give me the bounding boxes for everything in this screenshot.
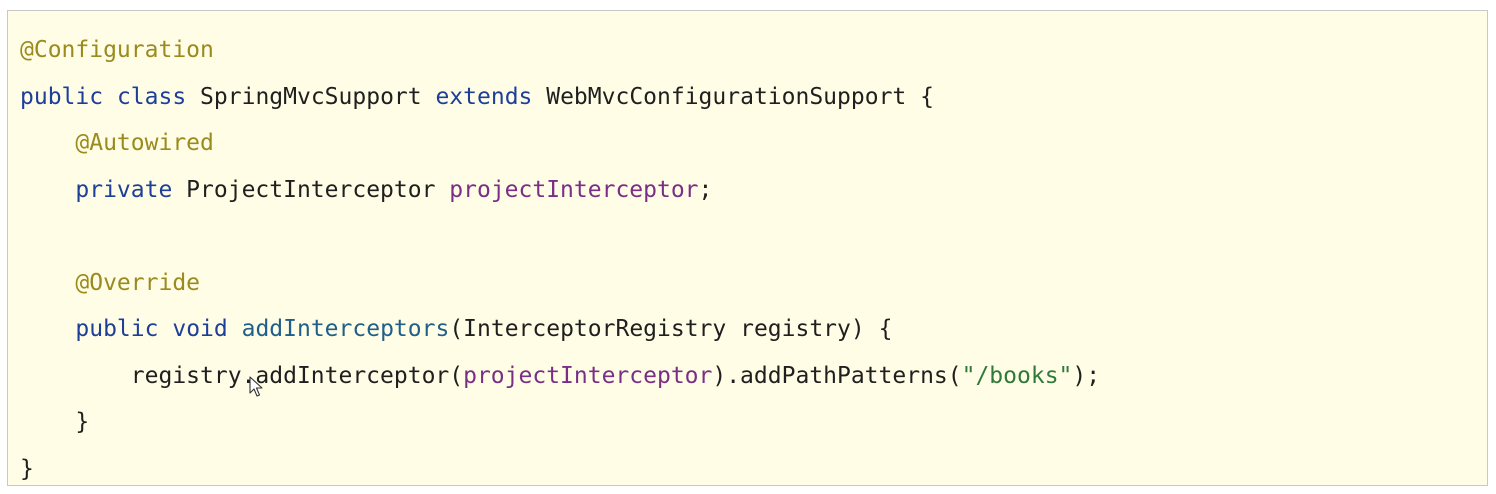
code-line: @Configuration [20, 27, 1100, 74]
code-token-plain [20, 177, 75, 203]
code-token-fld: projectInterceptor [463, 362, 713, 389]
code-token-plain: ); [1072, 362, 1101, 389]
code-token-mth: addInterceptors [241, 316, 450, 342]
code-token-plain: (InterceptorRegistry registry) { [449, 316, 893, 342]
code-block-panel: @Configuration public class SpringMvcSupp… [7, 10, 1488, 486]
code-token-ann: @Override [75, 269, 201, 296]
code-token-plain: SpringMvcSupport [186, 83, 436, 110]
code-line: } [20, 446, 1100, 493]
code-token-plain [20, 316, 75, 342]
code-token-plain: ProjectInterceptor [172, 176, 450, 203]
code-token-plain: ).addPathPatterns( [712, 362, 962, 389]
code-token-kw: private [75, 176, 173, 203]
code-line: private ProjectInterceptor projectInterc… [20, 167, 1100, 214]
mouse-pointer-icon [249, 376, 263, 397]
code-token-plain [20, 130, 75, 156]
code-line: } [20, 399, 1100, 446]
code-token-plain [103, 84, 117, 110]
code-token-plain: ; [698, 176, 713, 203]
code-line: @Override [20, 260, 1100, 307]
code-line [20, 213, 1100, 260]
code-token-kw: class [116, 83, 187, 110]
code-token-kw: extends [435, 83, 533, 110]
code-token-plain: } [20, 455, 34, 482]
code-token-plain: registry.addInterceptor( [20, 362, 464, 389]
java-code-listing: @Configuration public class SpringMvcSupp… [20, 27, 1100, 492]
code-token-plain [228, 316, 242, 342]
code-token-plain: } [20, 409, 90, 435]
code-token-ann: @Configuration [20, 37, 214, 63]
code-token-str: "/books" [961, 362, 1073, 389]
code-line: @Autowired [20, 120, 1100, 167]
code-line: public void addInterceptors(InterceptorR… [20, 306, 1100, 353]
code-token-ann: @Autowired [75, 130, 214, 156]
code-token-kw: void [172, 316, 228, 342]
code-line: registry.addInterceptor(projectIntercept… [20, 353, 1100, 400]
code-token-kw: public [20, 83, 104, 110]
code-token-plain: WebMvcConfigurationSupport { [532, 83, 934, 110]
code-token-fld: projectInterceptor [449, 176, 699, 203]
code-token-kw: public [75, 316, 159, 342]
code-line: public class SpringMvcSupport extends We… [20, 74, 1100, 121]
code-token-plain [20, 270, 75, 296]
code-token-plain [158, 316, 172, 342]
